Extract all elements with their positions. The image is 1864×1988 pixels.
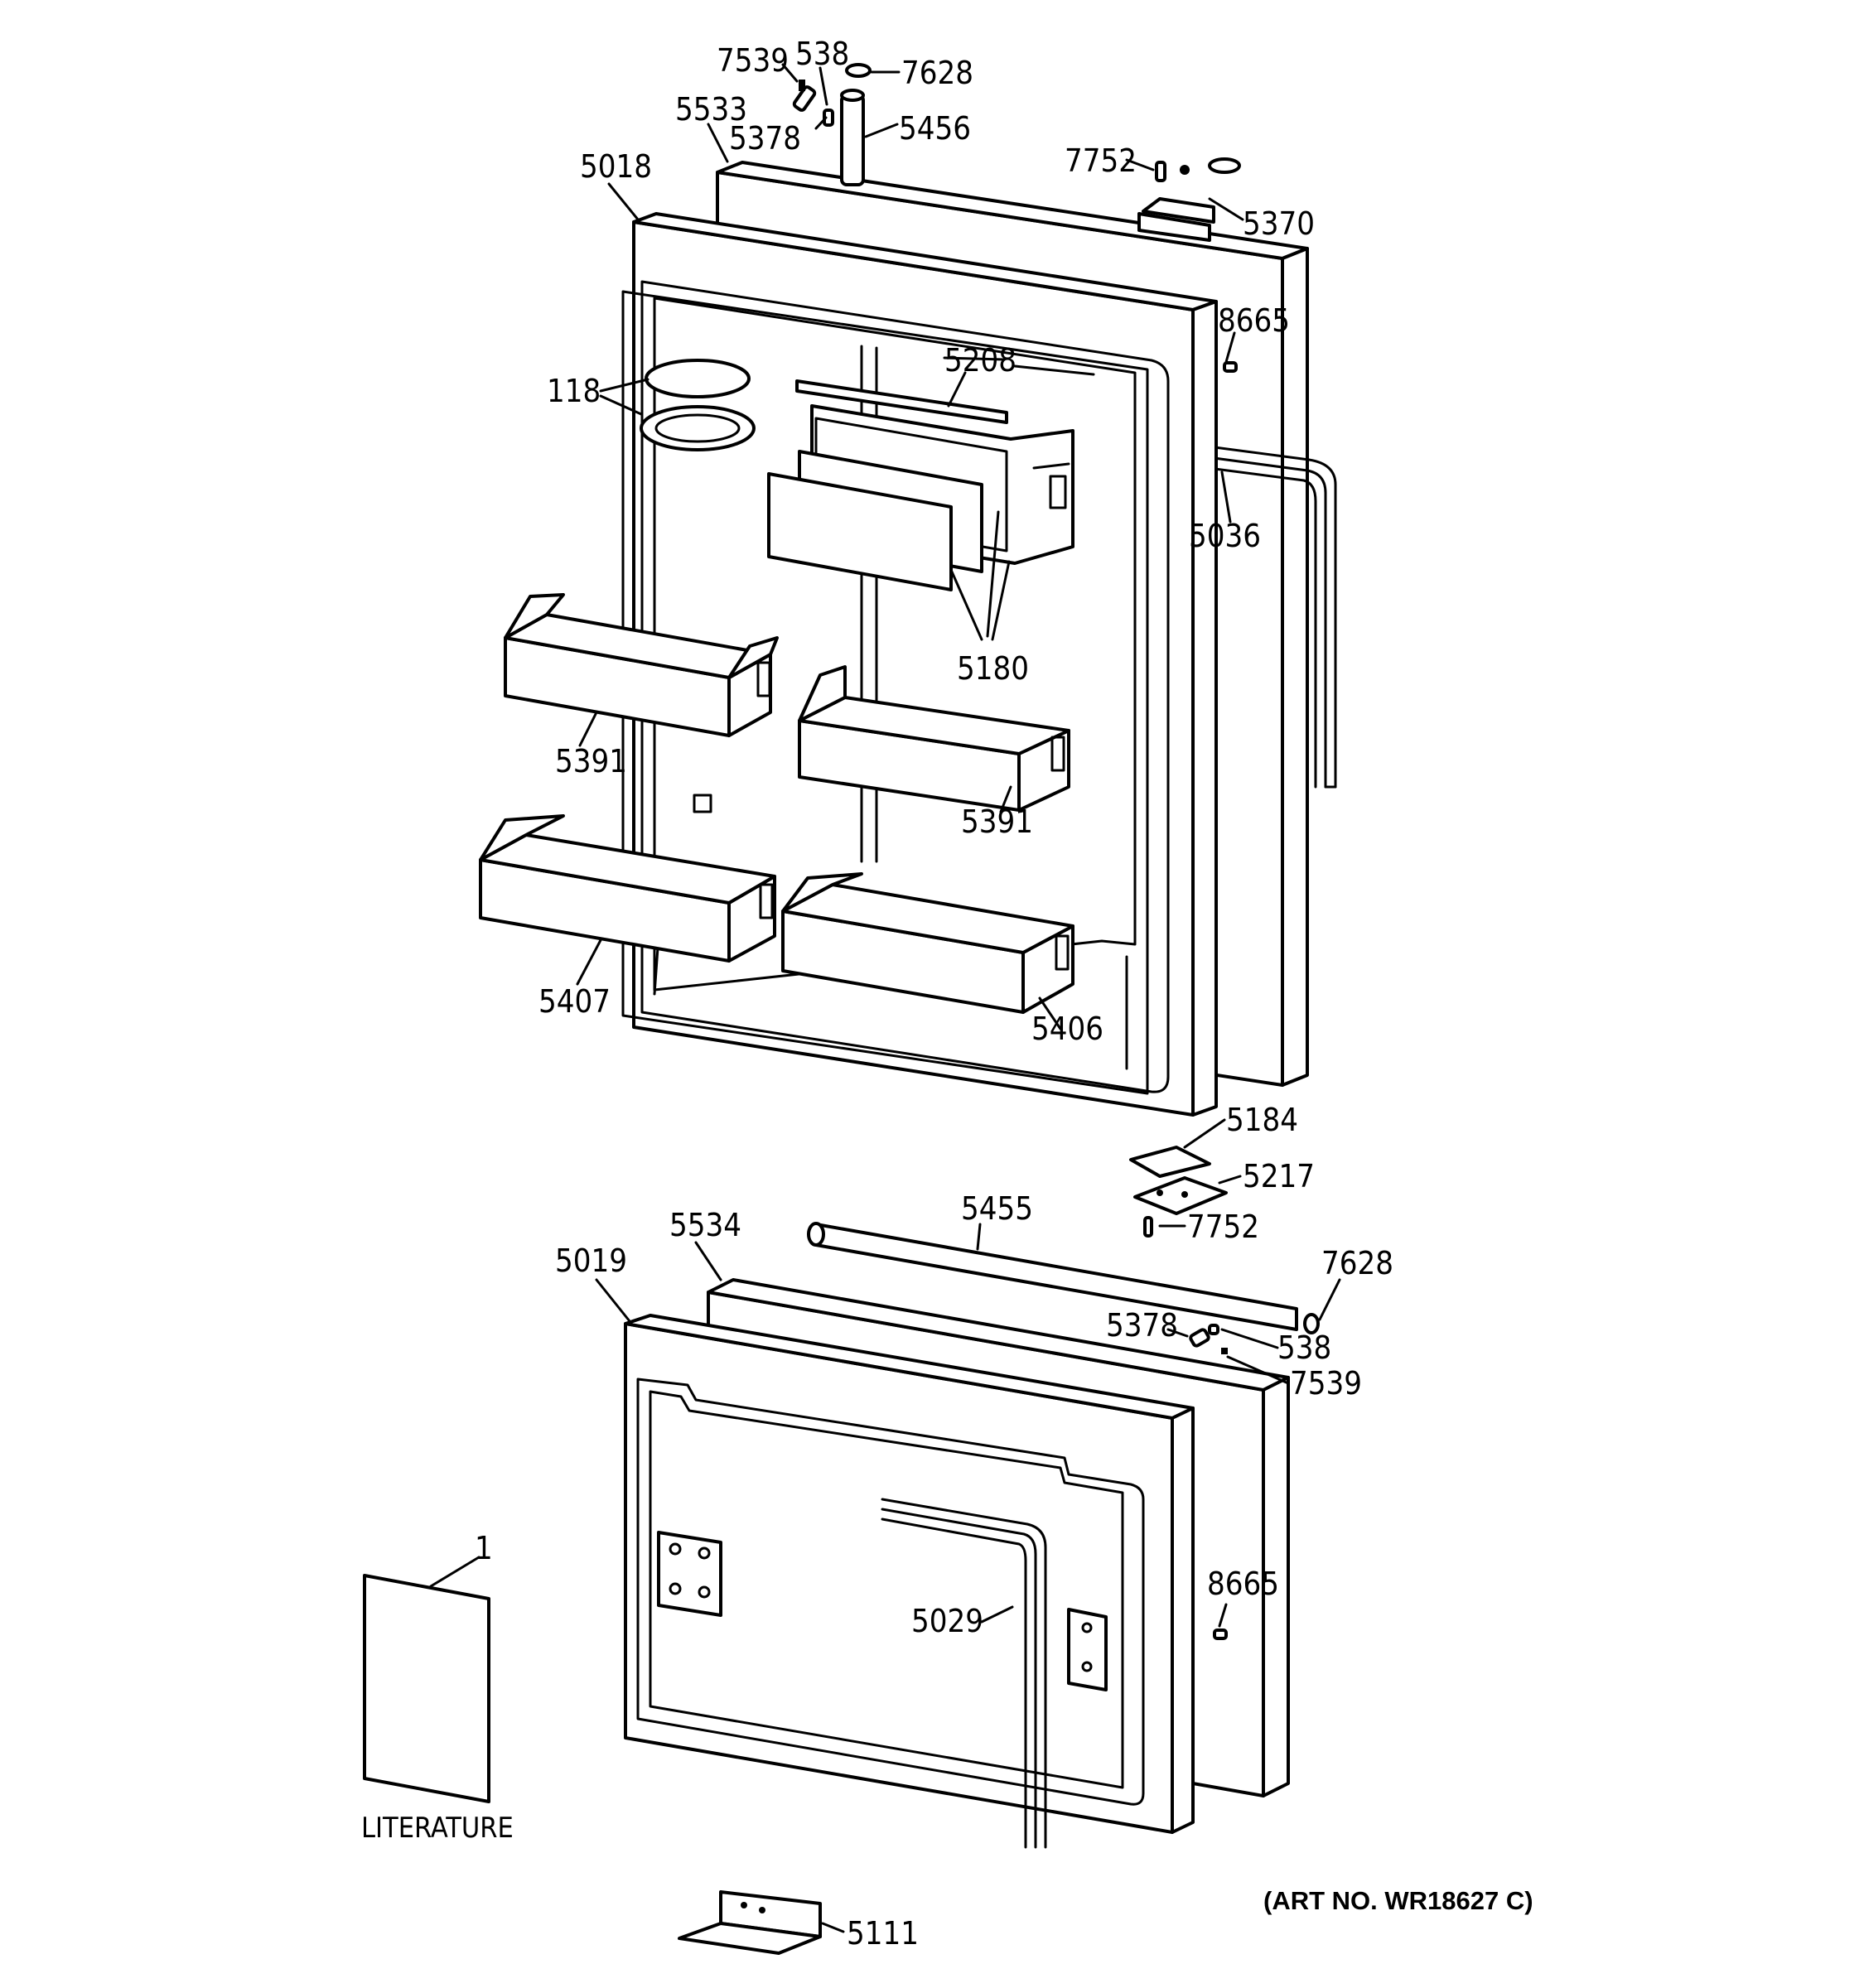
art-number: (ART NO. WR18627 C) xyxy=(1263,1886,1533,1915)
callout-7628: 7628 xyxy=(901,55,973,91)
callout-5370: 5370 xyxy=(1243,205,1315,242)
callout-5180: 5180 xyxy=(957,650,1029,687)
door-bin-upper-left xyxy=(504,593,779,737)
hardware-upper xyxy=(792,63,1238,373)
callout-5378: 5378 xyxy=(729,120,801,157)
callout-7628-lower: 7628 xyxy=(1321,1245,1393,1281)
callout-5018: 5018 xyxy=(580,148,652,185)
callout-5455: 5455 xyxy=(961,1190,1033,1227)
literature-label: LITERATURE xyxy=(361,1812,514,1845)
door-bin-lower-right xyxy=(781,872,1074,1014)
callout-7539: 7539 xyxy=(717,42,789,79)
callout-5208: 5208 xyxy=(944,342,1017,379)
top-hinge xyxy=(1137,157,1241,242)
callout-5534: 5534 xyxy=(669,1207,741,1243)
hinge-pin-top xyxy=(840,89,865,186)
callout-5029: 5029 xyxy=(911,1603,983,1639)
callout-5391-right: 5391 xyxy=(961,803,1033,840)
callout-5456: 5456 xyxy=(899,110,971,147)
callout-5111: 5111 xyxy=(847,1915,919,1952)
callout-7752-lower: 7752 xyxy=(1187,1209,1259,1245)
callout-538: 538 xyxy=(795,36,849,72)
callout-8665: 8665 xyxy=(1218,302,1290,339)
callout-538-lower: 538 xyxy=(1277,1329,1331,1366)
inner-door-liner-lower xyxy=(624,1314,1195,1834)
callout-5378-lower: 5378 xyxy=(1106,1307,1178,1344)
callout-5533: 5533 xyxy=(675,91,747,128)
callout-5217: 5217 xyxy=(1243,1158,1315,1194)
door-bin-upper-right xyxy=(798,665,1070,812)
callout-labels: 7539 538 7628 5533 5378 5456 5018 7752 5… xyxy=(361,36,1533,1952)
callout-5406: 5406 xyxy=(1031,1011,1103,1047)
bottom-bracket xyxy=(678,1890,822,1955)
callout-7539-lower: 7539 xyxy=(1290,1365,1362,1402)
callout-5019: 5019 xyxy=(555,1242,627,1279)
literature-booklet xyxy=(363,1574,490,1803)
door-gasket-upper xyxy=(1181,442,1337,789)
hardware-lower xyxy=(1189,1324,1228,1640)
bottom-hinge-parts xyxy=(1129,1146,1228,1238)
dairy-compartment xyxy=(767,379,1074,591)
callout-5184: 5184 xyxy=(1226,1102,1298,1138)
callout-8665-lower: 8665 xyxy=(1207,1566,1279,1602)
callout-118: 118 xyxy=(547,373,601,409)
door-bin-lower-left xyxy=(479,814,776,963)
hinge-rod-lower xyxy=(807,1222,1320,1334)
callout-7752: 7752 xyxy=(1065,142,1137,179)
leader-lines xyxy=(429,63,1341,1933)
door-gasket-lower xyxy=(881,1498,1047,1849)
callout-1: 1 xyxy=(475,1530,493,1566)
callout-5036: 5036 xyxy=(1189,518,1261,554)
callout-5407: 5407 xyxy=(538,983,611,1020)
callout-5391-left: 5391 xyxy=(555,743,627,779)
